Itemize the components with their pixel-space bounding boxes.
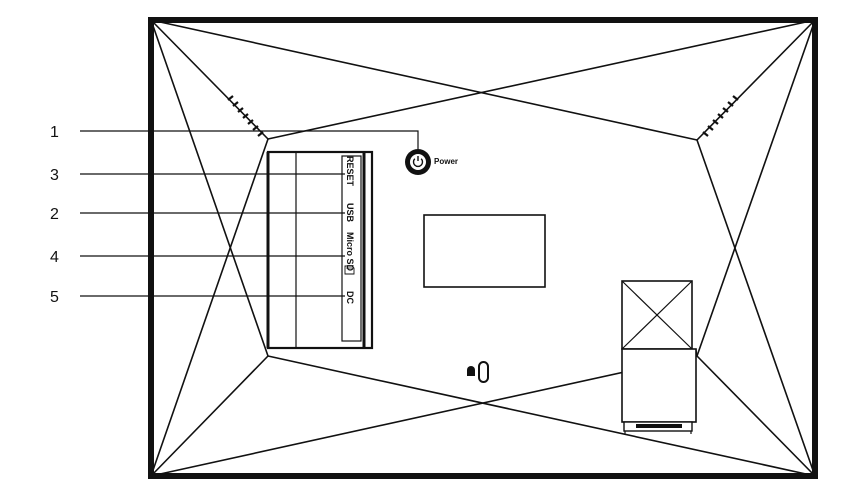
port-label-usb: USB <box>345 203 355 223</box>
sd-card-icon <box>344 265 355 275</box>
port-panel <box>266 150 374 350</box>
callout-number-usb: 2 <box>50 206 59 223</box>
kensington-lock-icon <box>467 361 489 383</box>
callout-number-microsd: 4 <box>50 249 59 266</box>
center-label-recess <box>423 214 546 288</box>
port-label-microsd: Micro SD <box>345 232 355 272</box>
callout-leader-lines <box>80 130 419 297</box>
power-icon <box>412 156 424 168</box>
frame-outer-border <box>148 17 818 479</box>
frame-diagonal-lines <box>150 19 816 477</box>
callout-number-power: 1 <box>50 124 59 141</box>
port-label-dc: DC <box>345 291 355 304</box>
callout-number-dc: 5 <box>50 289 59 306</box>
vent-grille-left <box>227 95 264 137</box>
callout-number-reset: 3 <box>50 167 59 184</box>
kickstand <box>621 280 698 434</box>
port-strip <box>341 155 362 342</box>
power-button <box>405 149 431 175</box>
vent-grille-right <box>702 95 739 137</box>
port-label-reset: RESET <box>345 156 355 187</box>
power-label: Power <box>434 157 458 166</box>
